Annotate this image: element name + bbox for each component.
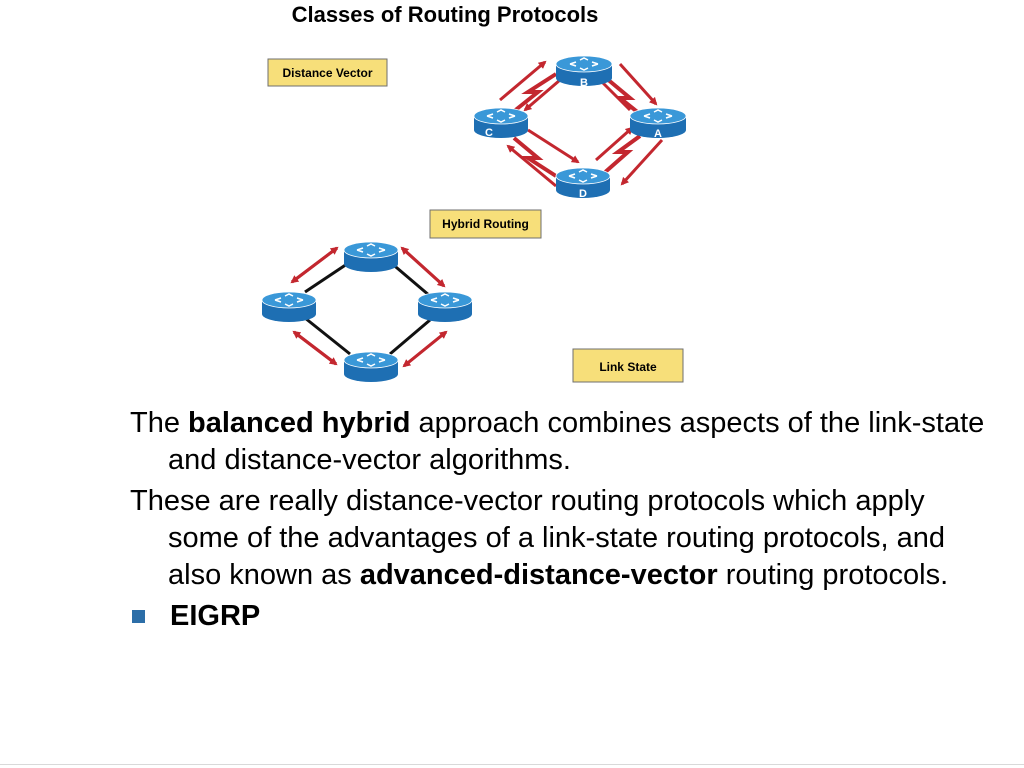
router-label-d: D <box>579 188 587 200</box>
router-icon <box>417 291 473 322</box>
label-hybrid-routing: Hybrid Routing <box>429 209 542 239</box>
router-label-c: C <box>485 127 493 139</box>
link-d-a <box>601 134 642 176</box>
router-icon <box>343 241 399 272</box>
arrow-a-to-d <box>620 138 664 186</box>
hybrid-network <box>290 246 448 368</box>
link-top-left <box>304 260 351 294</box>
arrow-d-to-c <box>506 144 557 188</box>
para1-pre: The <box>130 407 189 439</box>
link-left-bottom <box>304 316 351 356</box>
arrow-hybrid-6 <box>292 330 337 366</box>
label-link-state-text: Link State <box>599 360 657 374</box>
link-b-a <box>604 76 642 116</box>
link-c-b <box>511 72 558 114</box>
link-right-bottom <box>389 318 431 356</box>
router-icon: C <box>473 107 529 139</box>
arrow-b-to-a <box>618 62 658 106</box>
label-distance-vector: Distance Vector <box>267 58 388 87</box>
para1-post: approach combines aspects of the link-st… <box>168 407 985 476</box>
diagram-title: Classes of Routing Protocols <box>292 2 599 27</box>
router-icon <box>261 291 317 322</box>
paragraph-balanced-hybrid: The balanced hybrid approach combines as… <box>130 405 990 479</box>
bullet-eigrp-text: EIGRP <box>170 600 261 632</box>
arrow-c-to-d <box>527 128 580 164</box>
arrow-d-to-a <box>595 126 634 162</box>
bullet-square-icon <box>132 610 145 623</box>
para2-bold: advanced-distance-vector <box>359 559 718 591</box>
arrow-hybrid-8 <box>403 330 448 368</box>
arrow-b-to-c <box>523 78 561 112</box>
router-icon: D <box>555 167 611 200</box>
label-hybrid-routing-text: Hybrid Routing <box>442 217 529 231</box>
router-icon: B <box>555 55 613 89</box>
para2-pre: These are really distance-vector routing… <box>130 485 946 591</box>
body-text: The balanced hybrid approach combines as… <box>130 405 990 635</box>
para2-post: routing protocols. <box>717 559 949 591</box>
label-distance-vector-text: Distance Vector <box>282 66 372 80</box>
label-link-state: Link State <box>572 348 684 383</box>
routing-classes-diagram: Classes of Routing Protocols Distance Ve… <box>261 2 687 383</box>
arrow-c-to-b <box>499 60 547 102</box>
distance-vector-network <box>499 60 664 188</box>
router-label-b: B <box>580 77 588 89</box>
router-icon <box>343 351 399 382</box>
link-top-right <box>389 260 431 298</box>
router-label-a: A <box>654 128 662 140</box>
bottom-rule <box>0 764 1024 765</box>
para1-bold: balanced hybrid <box>188 407 411 439</box>
link-c-d <box>512 136 558 178</box>
arrow-hybrid-4 <box>400 246 446 288</box>
router-icon: A <box>629 107 687 140</box>
bullet-eigrp: EIGRP <box>130 598 990 635</box>
arrow-hybrid-2 <box>290 246 338 284</box>
paragraph-advanced-distance-vector: These are really distance-vector routing… <box>130 483 990 594</box>
